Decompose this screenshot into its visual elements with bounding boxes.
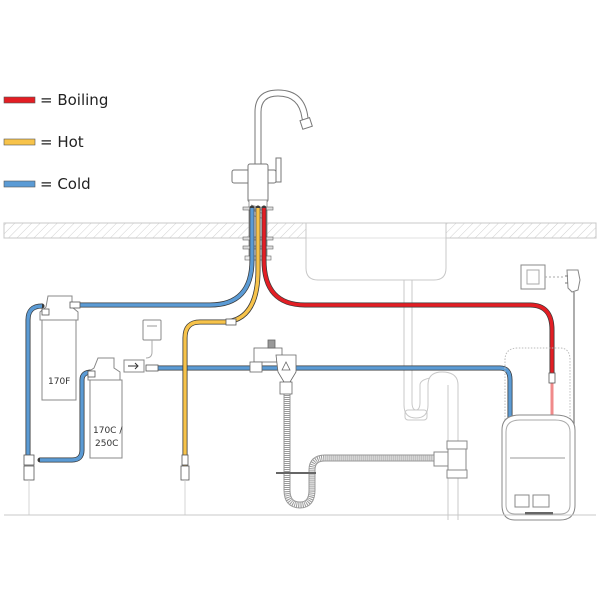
drain-tee-fitting — [433, 440, 468, 479]
hot-isolation-valve-body — [180, 465, 190, 481]
legend-item-boiling: = Boiling — [3, 91, 108, 109]
hot-pipe — [183, 208, 260, 470]
boiler-control-panel — [514, 494, 530, 508]
cold-pipe-supply-to-filter2 — [40, 370, 93, 462]
boiling-swatch — [3, 96, 36, 104]
sink-waste-trap — [403, 280, 459, 520]
flow-meter — [123, 319, 162, 373]
legend-item-cold: = Cold — [3, 175, 91, 193]
legend-label-cold: = Cold — [40, 175, 91, 193]
cold-pipe-to-tap — [80, 208, 254, 307]
drain-hose — [276, 392, 440, 509]
hot-isolation-valve — [181, 454, 189, 466]
filter-170f-label: 170F — [48, 377, 70, 387]
hot-pipe-connector — [225, 318, 237, 326]
cold-swatch — [3, 180, 36, 188]
cold-tee-fitting — [23, 454, 35, 466]
cold-pipe-supply-to-filter1 — [26, 304, 43, 455]
legend: = Boiling = Hot = Cold — [3, 91, 108, 193]
filter-170c-250c: 170C / 250C — [87, 357, 123, 459]
filter-170c-label-line1: 170C / — [93, 426, 123, 436]
wall-socket — [520, 264, 565, 290]
worktop — [3, 222, 597, 239]
legend-label-hot: = Hot — [40, 133, 84, 151]
boiling-pipe-connector — [548, 372, 556, 384]
legend-item-hot: = Hot — [3, 133, 84, 151]
boiling-pipe — [262, 208, 554, 375]
boiling-water-tap — [231, 89, 313, 203]
hot-swatch — [3, 138, 36, 146]
cold-pipe-connector — [145, 364, 159, 372]
pipe-connectors — [23, 318, 556, 515]
filter-250c-label-line2: 250C — [95, 439, 118, 449]
flow-arrow-icon — [128, 362, 139, 370]
filter-170f: 170F — [39, 295, 81, 401]
legend-label-boiling: = Boiling — [40, 91, 108, 109]
sink-bowl — [305, 226, 447, 281]
boiler-ghost-outline — [504, 347, 571, 420]
boiler-tank — [501, 414, 576, 521]
safety-valve-tundish — [249, 339, 297, 395]
hot-pipes — [182, 205, 261, 473]
cold-isolation-valve — [23, 465, 35, 481]
